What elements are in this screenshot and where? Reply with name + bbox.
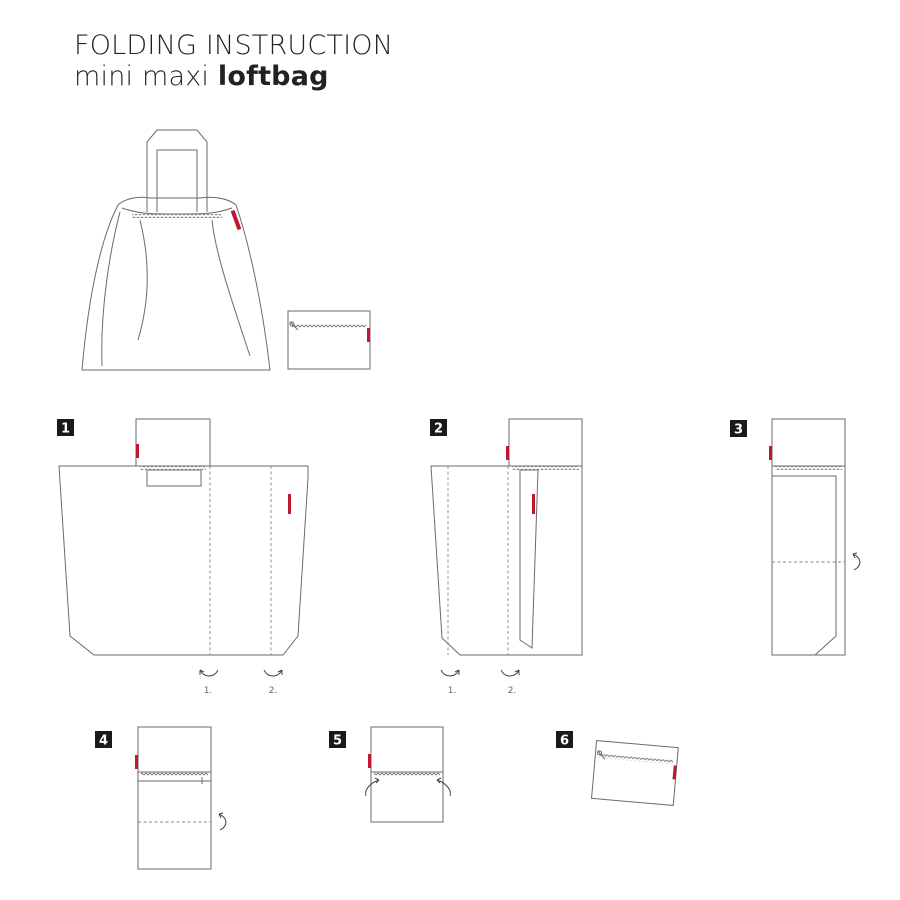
step-2: 2 1. 2. bbox=[430, 418, 583, 696]
fold-arrow bbox=[263, 669, 283, 677]
fold-arrow bbox=[218, 812, 227, 831]
step-6: 6 bbox=[556, 731, 679, 807]
step-1: 1 1. 2. bbox=[57, 418, 309, 696]
document-title: FOLDING INSTRUCTION mini maxi loftbag bbox=[74, 30, 393, 92]
step-badge: 3 bbox=[730, 420, 747, 438]
brand-tag bbox=[135, 755, 138, 769]
step-badge: 5 bbox=[329, 731, 346, 749]
step-number: 2 bbox=[434, 422, 443, 437]
title-line-2: mini maxi loftbag bbox=[74, 61, 393, 92]
step-number: 5 bbox=[333, 734, 342, 749]
brand-tag bbox=[368, 754, 371, 768]
brand-tag bbox=[532, 494, 535, 514]
fold-arrow bbox=[500, 669, 520, 677]
fold-order-label: 1. bbox=[448, 686, 457, 696]
brand-tag bbox=[769, 446, 772, 460]
brand-tag bbox=[136, 444, 139, 458]
title-line-1: FOLDING INSTRUCTION bbox=[74, 30, 394, 61]
step-badge: 1 bbox=[57, 419, 74, 437]
fold-arrow bbox=[436, 777, 451, 797]
product-brand-name: loftbag bbox=[217, 61, 329, 92]
step-4: 4 bbox=[95, 726, 227, 870]
fold-order-label: 1. bbox=[204, 686, 213, 696]
step-badge: 6 bbox=[556, 731, 573, 749]
fold-arrow bbox=[852, 552, 861, 571]
overview-bag-illustration bbox=[81, 129, 271, 371]
step-3: 3 bbox=[730, 418, 861, 656]
fold-order-label: 2. bbox=[508, 686, 517, 696]
brand-tag bbox=[230, 209, 242, 231]
fold-order-label: 2. bbox=[269, 686, 278, 696]
fold-arrow bbox=[365, 777, 380, 797]
fold-arrow bbox=[199, 669, 219, 677]
folded-pouch bbox=[590, 739, 679, 807]
step-number: 1 bbox=[61, 422, 70, 437]
brand-tag bbox=[506, 446, 509, 460]
product-name-prefix: mini maxi bbox=[74, 61, 218, 92]
step-badge: 4 bbox=[95, 731, 112, 749]
brand-tag bbox=[672, 765, 677, 780]
brand-tag bbox=[288, 494, 291, 514]
brand-tag bbox=[367, 328, 370, 342]
fold-arrow bbox=[440, 669, 460, 677]
step-number: 3 bbox=[734, 423, 743, 438]
step-number: 4 bbox=[99, 734, 108, 749]
step-5: 5 bbox=[329, 726, 451, 823]
step-badge: 2 bbox=[430, 419, 447, 437]
step-number: 6 bbox=[560, 734, 569, 749]
overview-pouch-illustration bbox=[287, 310, 371, 370]
